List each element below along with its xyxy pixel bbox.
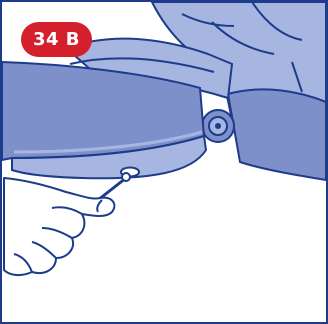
release-tool-icon	[98, 178, 126, 200]
step-badge: 34 B	[21, 22, 92, 57]
hand-icon	[4, 178, 114, 275]
step-label: 34 B	[33, 29, 80, 50]
isofix-connector-icon	[202, 110, 234, 142]
seat-side-housing-icon	[228, 89, 326, 180]
